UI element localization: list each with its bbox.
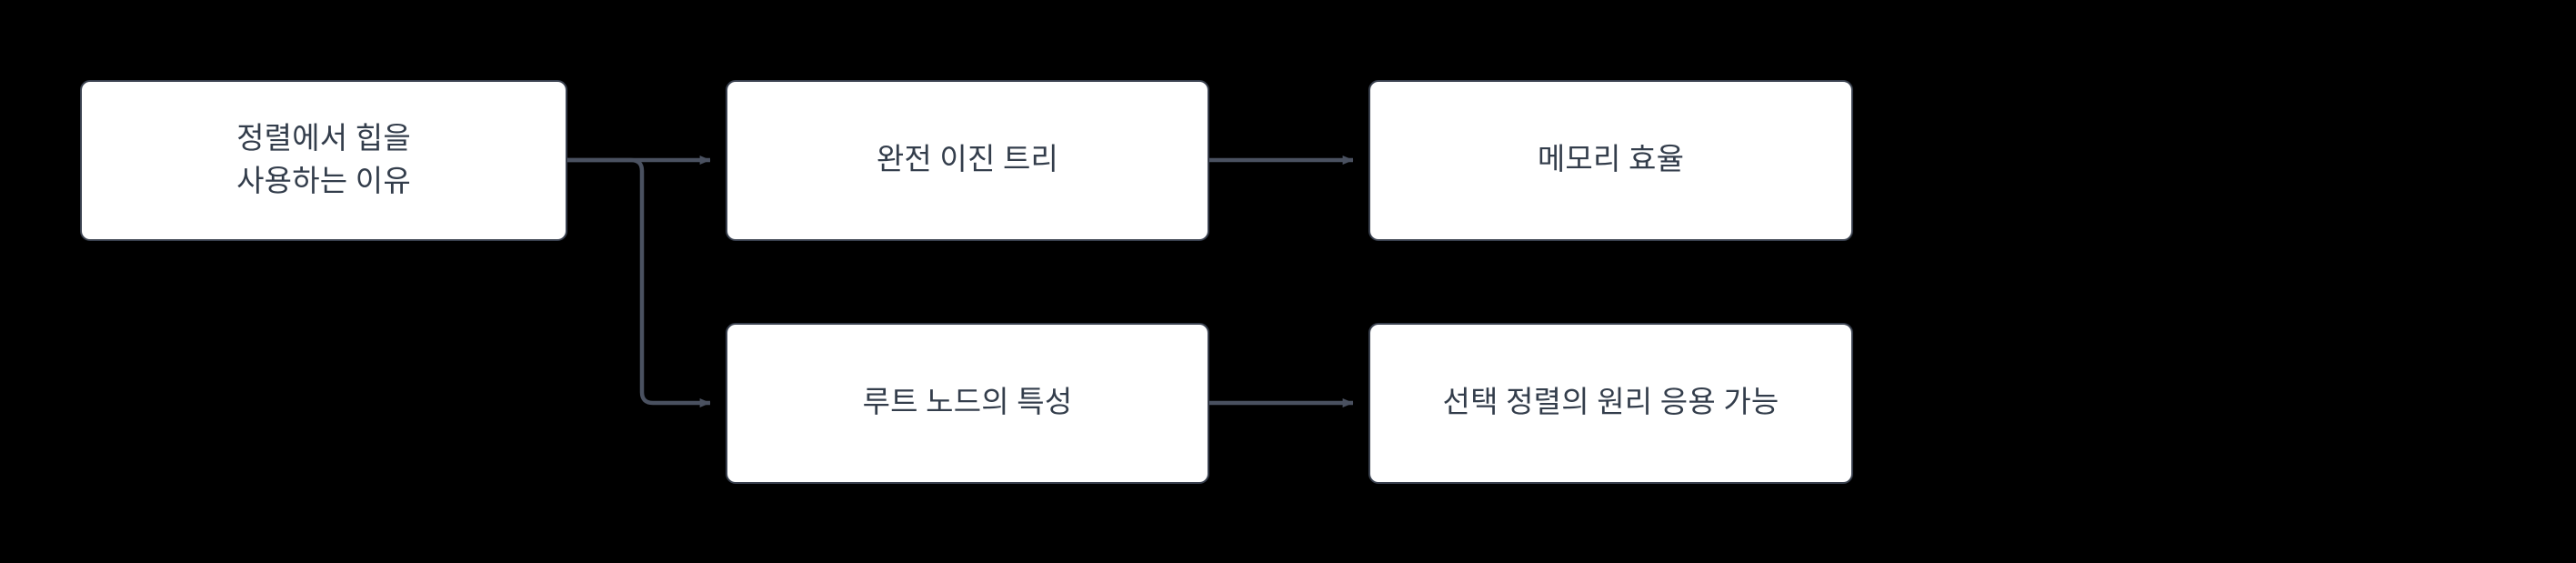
node-selection-sort-principle-applicable[interactable]: 선택 정렬의 원리 응용 가능 [1368,323,1853,484]
node-memory-efficiency[interactable]: 메모리 효율 [1368,80,1853,241]
node-label: 정렬에서 힙을 사용하는 이유 [236,122,411,198]
node-reason-for-heap-in-sorting[interactable]: 정렬에서 힙을 사용하는 이유 [80,80,567,241]
node-label: 메모리 효율 [1537,144,1685,177]
node-label: 루트 노드의 특성 [862,387,1073,420]
edge-reason-to-root [567,157,711,407]
node-complete-binary-tree[interactable]: 완전 이진 트리 [726,80,1209,241]
node-root-node-characteristics[interactable]: 루트 노드의 특성 [726,323,1209,484]
node-label: 선택 정렬의 원리 응용 가능 [1442,387,1779,420]
node-label: 완전 이진 트리 [876,144,1059,177]
